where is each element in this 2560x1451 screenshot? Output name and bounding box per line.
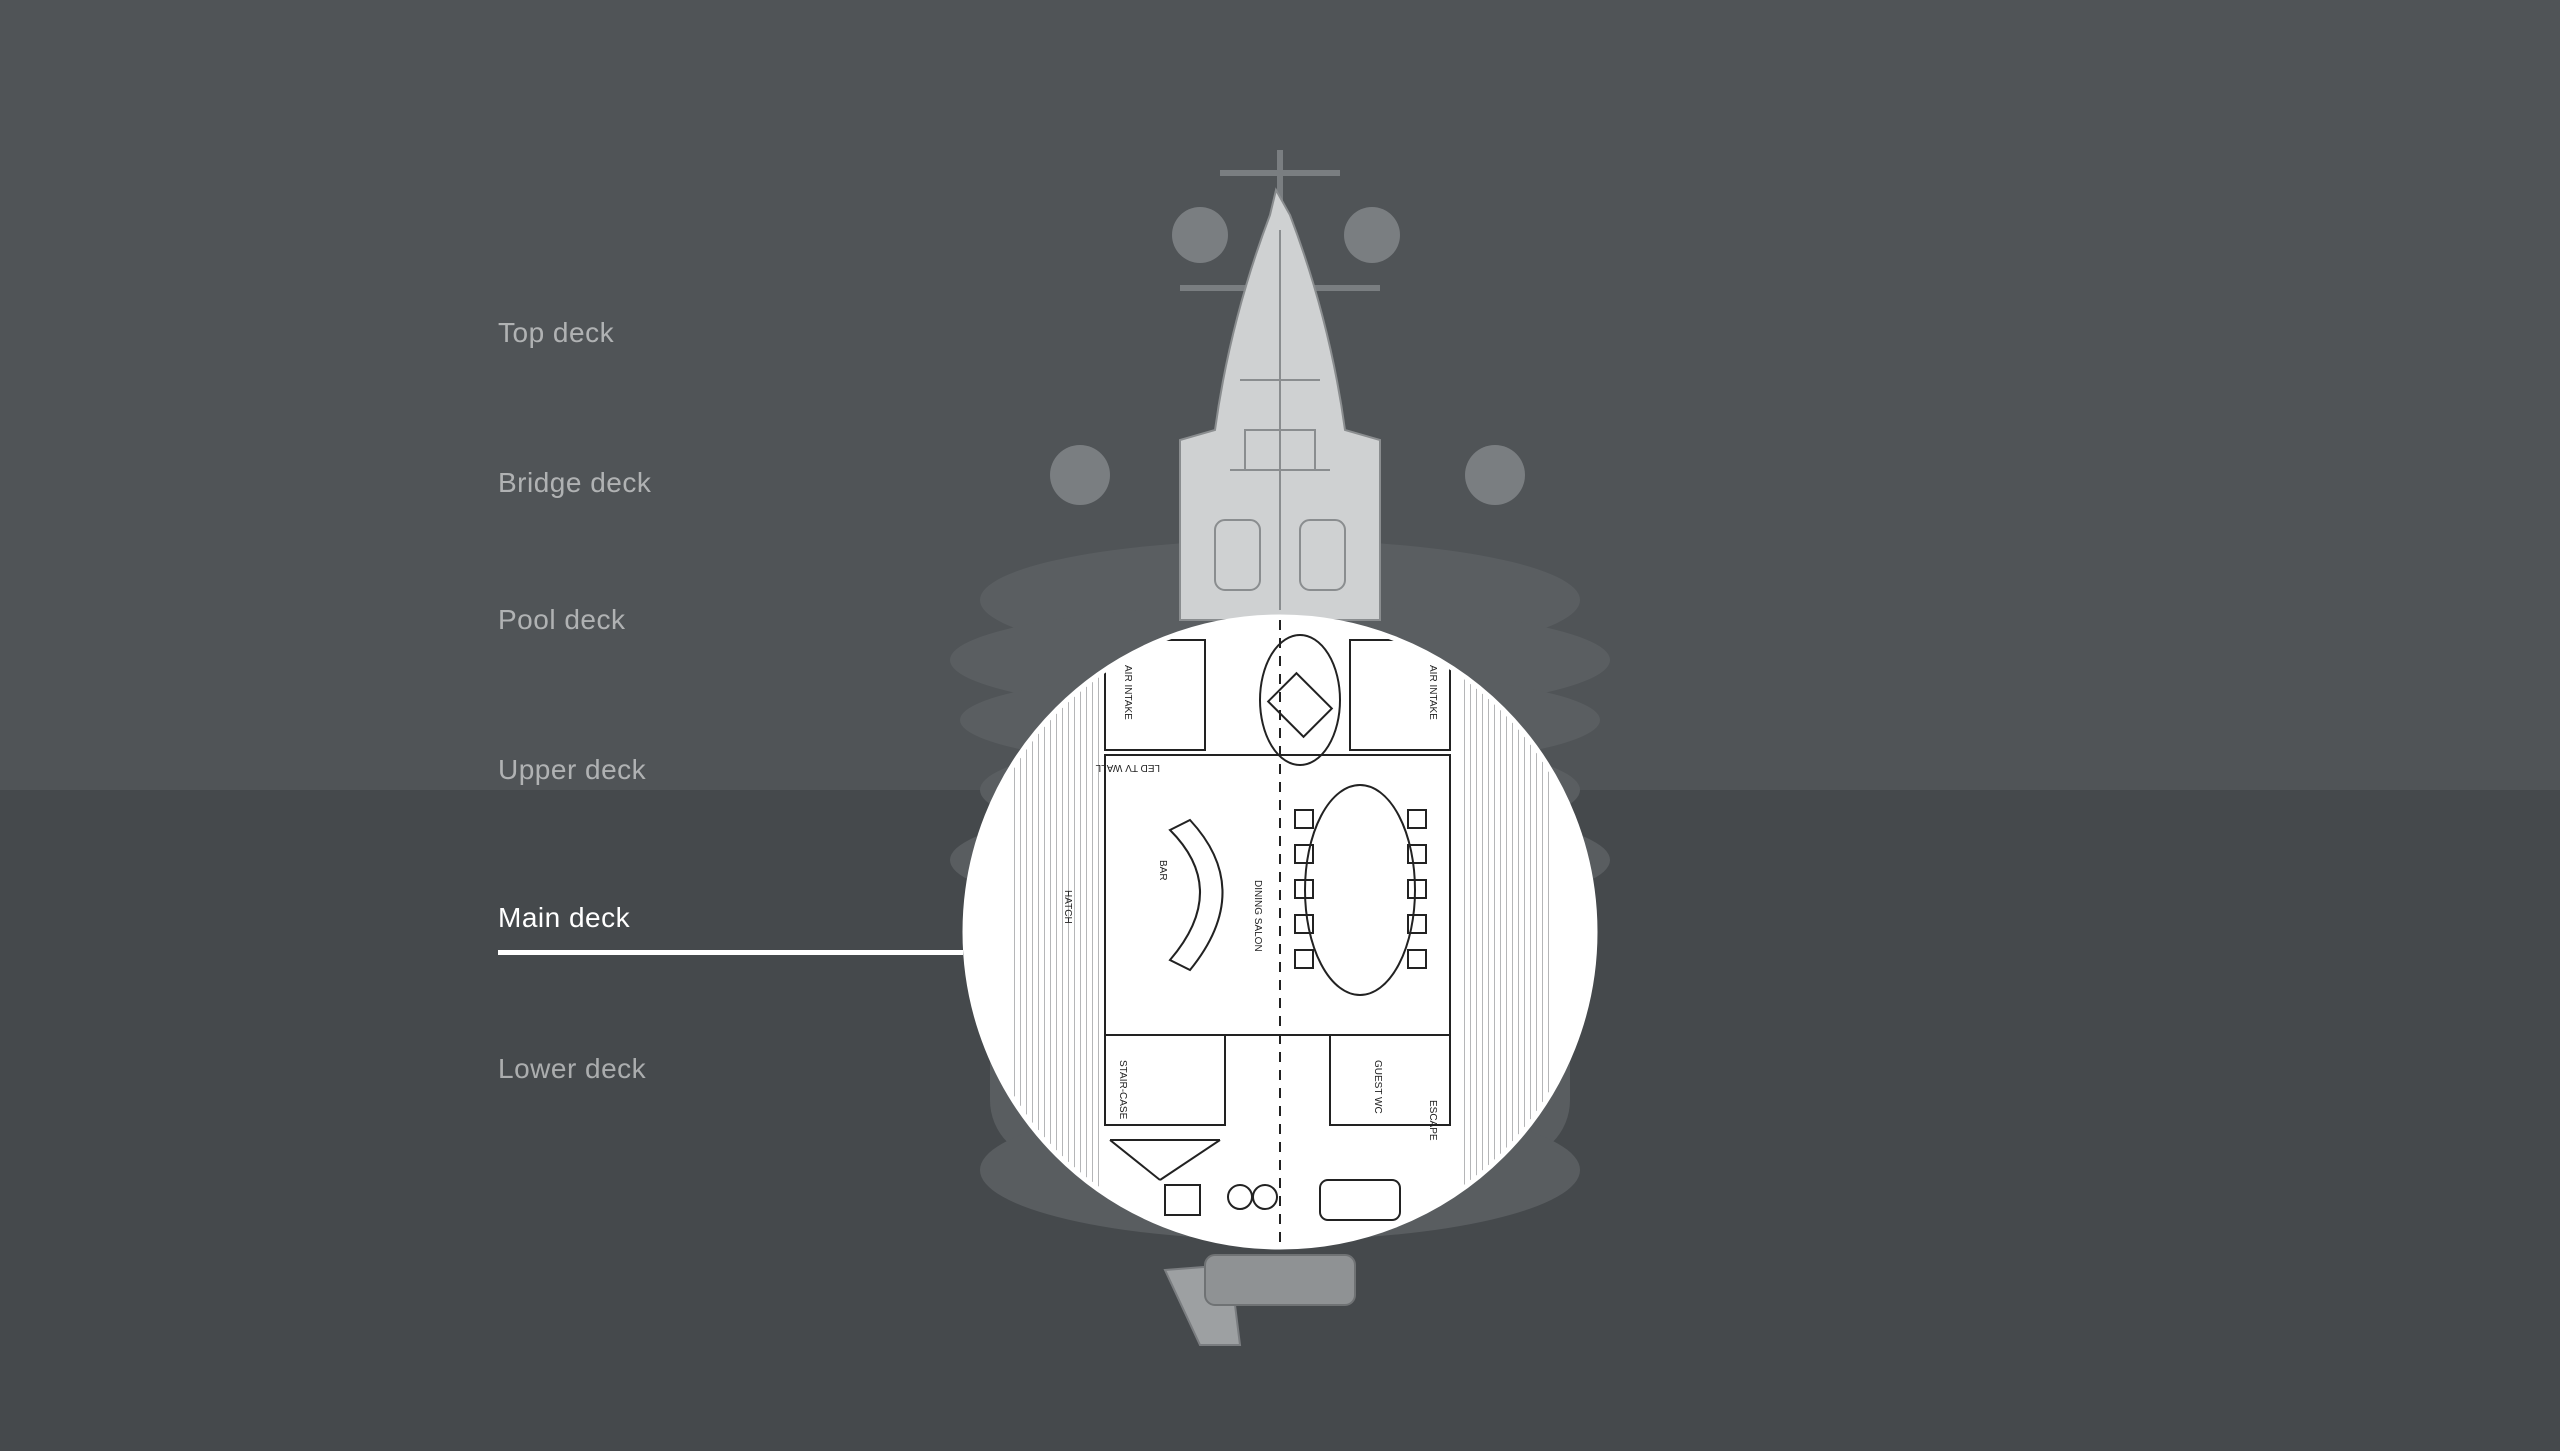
deck-item-bridge-deck[interactable]: Bridge deck — [498, 467, 652, 498]
deck-item-top-deck[interactable]: Top deck — [498, 317, 615, 348]
deck-item-pool-deck[interactable]: Pool deck — [498, 604, 626, 635]
deck-item-upper-deck[interactable]: Upper deck — [498, 754, 647, 785]
deck-item-main-deck[interactable]: Main deck — [498, 902, 631, 933]
active-deck-indicator — [498, 950, 963, 955]
deck-item-lower-deck[interactable]: Lower deck — [498, 1053, 647, 1084]
deck-navigation: Top deck Bridge deck Pool deck Upper dec… — [0, 0, 1000, 1451]
